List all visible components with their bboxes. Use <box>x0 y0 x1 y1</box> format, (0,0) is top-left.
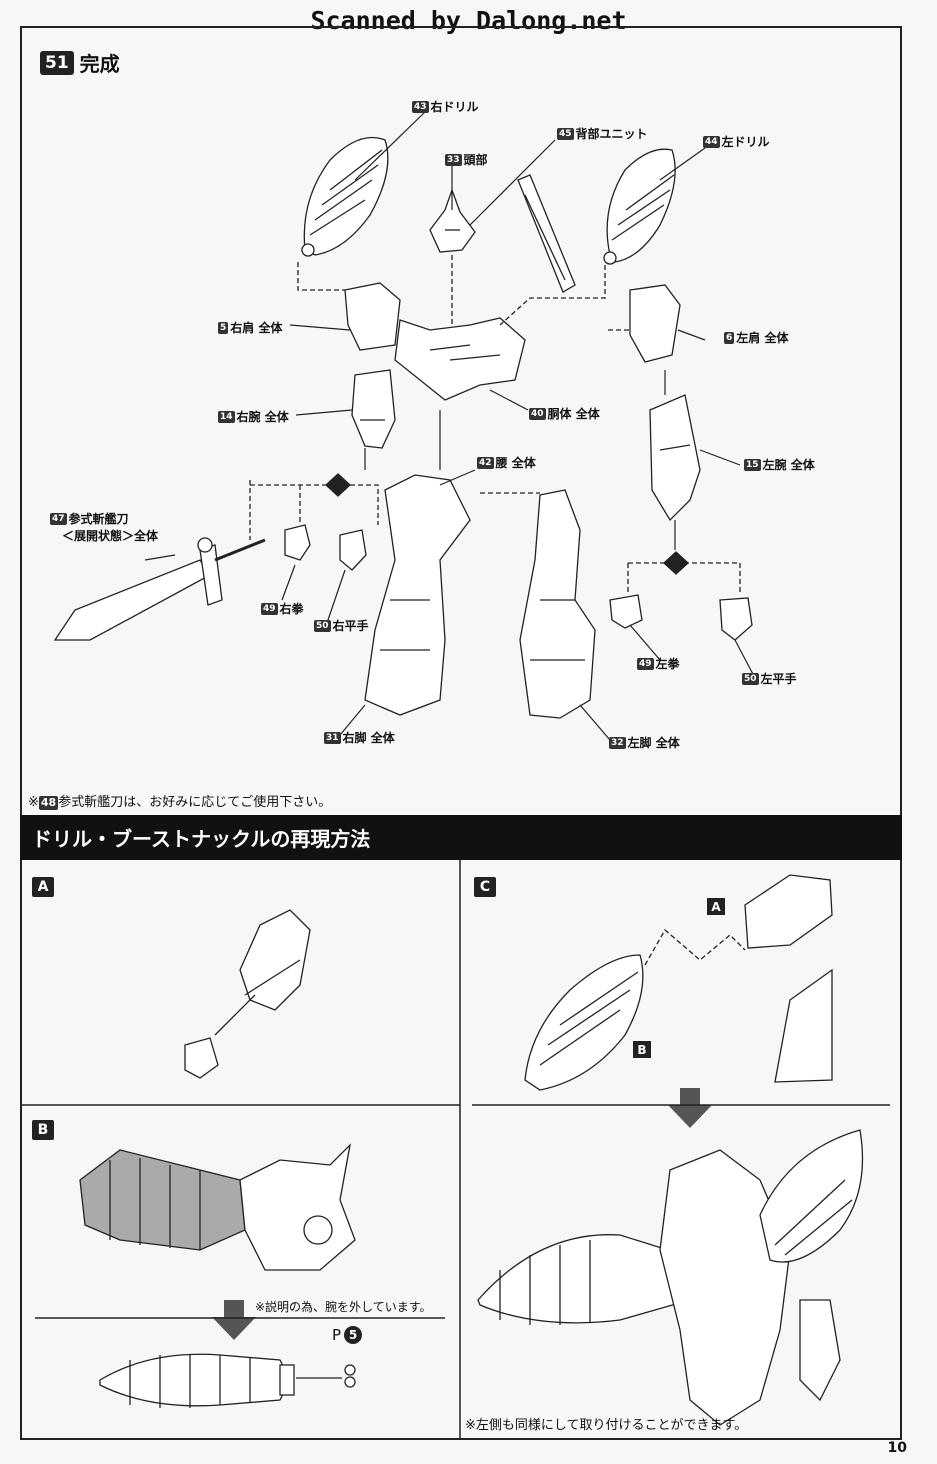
left-drill-illustration <box>603 148 676 265</box>
step-number: 51 <box>40 50 74 75</box>
right-leg-illustration <box>364 474 471 716</box>
panel-c-callout-b: B <box>633 1041 651 1058</box>
panel-b-note: ※説明の為、腕を外しています。 <box>255 1300 432 1314</box>
page-number: 10 <box>887 1440 907 1456</box>
step-title: 完成 <box>79 52 120 76</box>
right-arm-illustration <box>351 369 396 449</box>
page-frame <box>20 26 902 1440</box>
left-arm-illustration <box>649 394 701 522</box>
torso-illustration <box>344 282 526 401</box>
section-title: ドリル・ブーストナックルの再現方法 <box>20 815 902 860</box>
panel-b-tag: B <box>32 1120 54 1140</box>
panel-a-illustration <box>184 909 311 1079</box>
right-drill-illustration <box>301 136 389 257</box>
panel-c-illustration <box>524 874 833 1091</box>
page-ref-number: 5 <box>344 1326 363 1344</box>
left-shoulder-illustration <box>629 284 681 363</box>
left-leg-illustration <box>519 489 596 719</box>
panel-c-note: ※左側も同様にして取り付けることができます。 <box>465 1418 748 1433</box>
sword-illustration <box>53 537 266 641</box>
panel-b-illustration <box>79 1143 356 1408</box>
back-unit-illustration <box>517 174 576 293</box>
head-illustration <box>429 188 476 253</box>
panel-b-page-ref: P 5 <box>332 1326 363 1344</box>
hands-illustration <box>284 524 753 641</box>
panel-a-tag: A <box>32 877 54 897</box>
panel-c-result-illustration <box>477 1129 864 1426</box>
panel-c-callout-a: A <box>707 898 725 915</box>
scan-watermark: Scanned by Dalong.net <box>310 6 627 35</box>
panel-c-tag: C <box>474 877 496 897</box>
step-header: 51 完成 <box>40 48 120 77</box>
label-sword-line2: ＜展開状態＞全体 <box>62 529 159 543</box>
